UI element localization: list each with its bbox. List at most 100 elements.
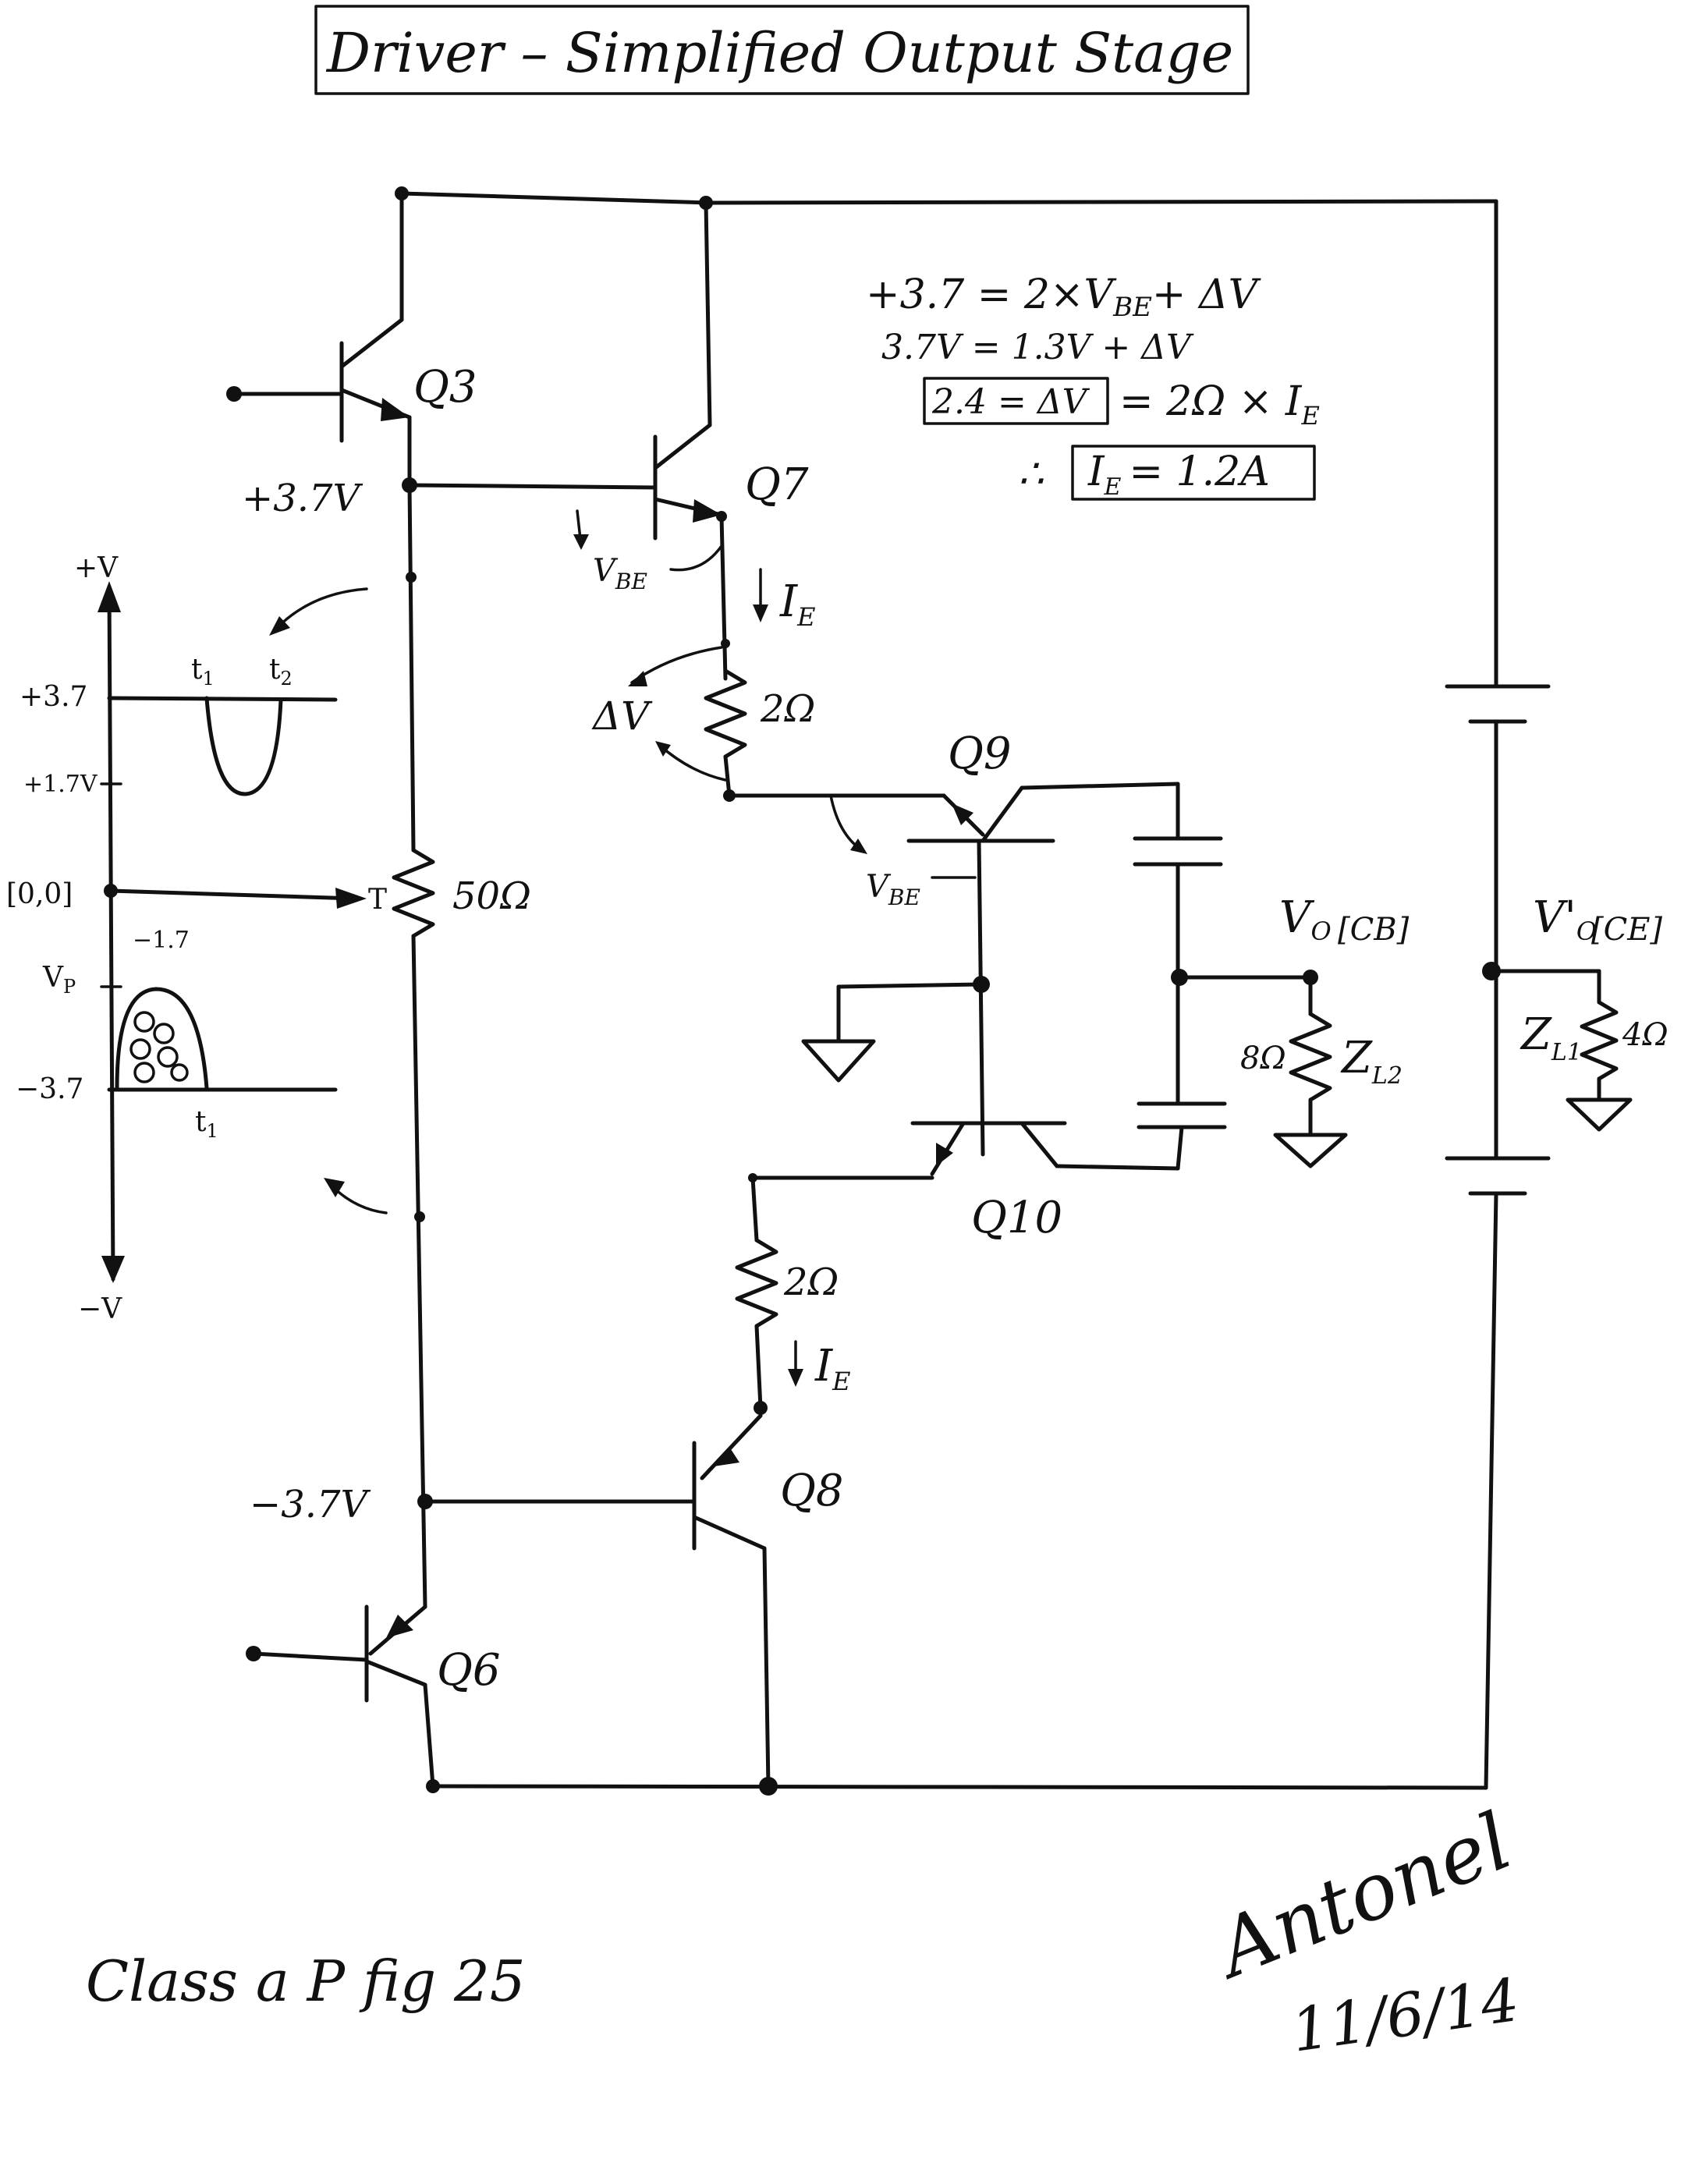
resistor-50ohm-label: 50Ω [452, 874, 531, 918]
waveform-pointer-upper [275, 587, 368, 629]
author-signature: Antonel [1200, 1796, 1523, 1998]
q7-collector [653, 423, 712, 470]
zl1-ohms: 4Ω [1622, 1017, 1668, 1053]
title-frame [314, 5, 1250, 95]
transistor-q6: Q6 [246, 1604, 501, 1789]
bottom-rail [431, 1784, 1488, 1790]
node-above-r-q7 [721, 639, 730, 648]
transistor-q3: Q3 [226, 191, 477, 486]
waveform-tick-minus-3-7: −3.7 [16, 1073, 83, 1105]
cap-bot-lead [1176, 1125, 1184, 1171]
page-title: Driver – Simplified Output Stage [325, 21, 1233, 85]
resistor-q7-emitter: 2Ω ΔV [591, 639, 815, 802]
waveform-axis-bottom-arrow [101, 1256, 125, 1283]
vbe-top-arrowhead [573, 534, 589, 550]
q9-label: Q9 [948, 729, 1012, 779]
vo-prime-label: V'O [1533, 892, 1597, 946]
equation-line-4: IE= 1.2A [1087, 448, 1270, 501]
resistor-q7-zigzag [704, 668, 747, 759]
waveform-t1-bottom: t1 [195, 1106, 218, 1142]
q10-collector [1020, 1121, 1059, 1168]
waveform-axis-top-arrow [98, 581, 121, 612]
ground-base-lead [836, 982, 984, 989]
q6-input-terminal [246, 1646, 261, 1661]
q6-collector-lead [423, 1682, 435, 1789]
top-rail [399, 191, 1498, 205]
node-left-lower [414, 1211, 425, 1222]
q9-collector-lead [1020, 782, 1180, 790]
transistor-q7: Q7 VBE IE [407, 200, 815, 681]
equation-line-1: +3.7 = 2×VBE+ ΔV [866, 271, 1261, 323]
equation-line-2: 3.7V = 1.3V + ΔV [881, 328, 1194, 367]
q3-emitter-arrow [381, 398, 410, 421]
vo-prime-tag: [CE] [1591, 912, 1662, 948]
zl2-ground [1273, 1133, 1348, 1168]
resistor-50ohm [392, 848, 435, 938]
equation-therefore: ∴ [1018, 451, 1044, 498]
vo-label: VO [1279, 892, 1332, 946]
output-ce: V'O [CE] ZL1 4Ω [1489, 892, 1668, 1132]
node-left-upper [406, 572, 417, 583]
resistor-q8-zigzag [735, 1238, 778, 1328]
q3-label: Q3 [413, 362, 477, 413]
waveform-plus-v: +V [74, 552, 119, 584]
ie-bot-label: IE [814, 1341, 850, 1396]
right-rail-bottom [1484, 1191, 1498, 1790]
vbe-top-label: VBE [593, 553, 647, 594]
q8-emitter-node [754, 1401, 768, 1415]
waveform-bottom-hump [115, 987, 209, 1090]
q3-collector [339, 317, 404, 369]
waveform-top-baseline [107, 696, 338, 702]
waveform-pointer-lower-head [324, 1178, 345, 1197]
q7-base-lead [407, 483, 658, 490]
waveform-sketch: +V −V +3.7 t1 t2 +1.7V [0,0] T −1.7 VP −… [6, 552, 388, 1325]
q8-label: Q8 [780, 1466, 844, 1516]
q9-base-lead [977, 838, 985, 1157]
q8-emitter-top-lead [750, 1175, 759, 1243]
vo-tag: [CB] [1338, 912, 1410, 948]
q6-emitter-arrow [386, 1615, 413, 1638]
zl2-label: ZL2 [1340, 1033, 1403, 1090]
q7-collector-lead [704, 200, 712, 427]
ie-top-arrowhead [753, 604, 768, 622]
zl1-label: ZL1 [1520, 1009, 1582, 1066]
q7-label: Q7 [745, 459, 809, 510]
waveform-time-arrow [335, 888, 367, 909]
vbe-top-curve [669, 544, 723, 572]
equation-line-3-tail: = 2Ω × IE [1119, 378, 1320, 431]
q8-emitter-arrow [714, 1447, 739, 1466]
ground-base [801, 982, 984, 1083]
waveform-tick-minus-1-7: −1.7 [133, 927, 190, 954]
waveform-vertical-axis [107, 587, 115, 1282]
q10-emitter [930, 1121, 966, 1176]
waveform-t1-top: t1 [191, 654, 215, 690]
waveform-t-label: T [368, 884, 387, 916]
transistor-q10: Q10 [748, 1121, 1180, 1243]
zl1-resistor [1580, 1000, 1619, 1081]
footer: Class a P fig 25 Antonel 11/6/14 [86, 1796, 1523, 2065]
zl2-resistor [1289, 1012, 1332, 1102]
q8-collector [692, 1515, 767, 1551]
dv-arrow-top [628, 671, 647, 686]
minus-node-label: −3.7V [250, 1483, 371, 1526]
waveform-top-dip [204, 696, 283, 796]
q7-emitter-arrow [693, 499, 722, 523]
q7-emitter-lead [719, 514, 728, 681]
waveform-time-axis [108, 888, 357, 901]
left-chain-upper [407, 483, 416, 853]
resistor-q7-label: 2Ω [760, 687, 815, 731]
zl1-ground [1566, 1097, 1633, 1132]
transistor-q9: Q9 VBE [727, 729, 1180, 1157]
q6-collector [364, 1659, 427, 1687]
q10-collector-lead [1055, 1164, 1180, 1171]
left-bias-chain: +3.7V 50Ω −3.7V [242, 477, 531, 1609]
q9-collector [981, 785, 1024, 843]
signature-date: 11/6/14 [1287, 1965, 1523, 2065]
waveform-pointer-upper-head [269, 616, 290, 636]
equation-line-3-box: 2.4 = ΔV [931, 382, 1090, 422]
q6-label: Q6 [437, 1645, 501, 1696]
equations-block: +3.7 = 2×VBE+ ΔV 3.7V = 1.3V + ΔV 2.4 = … [866, 271, 1320, 501]
q10-emitter-arrow [936, 1143, 953, 1166]
ie-bot-arrowhead [788, 1369, 803, 1387]
ground-base-symbol [801, 1039, 876, 1083]
